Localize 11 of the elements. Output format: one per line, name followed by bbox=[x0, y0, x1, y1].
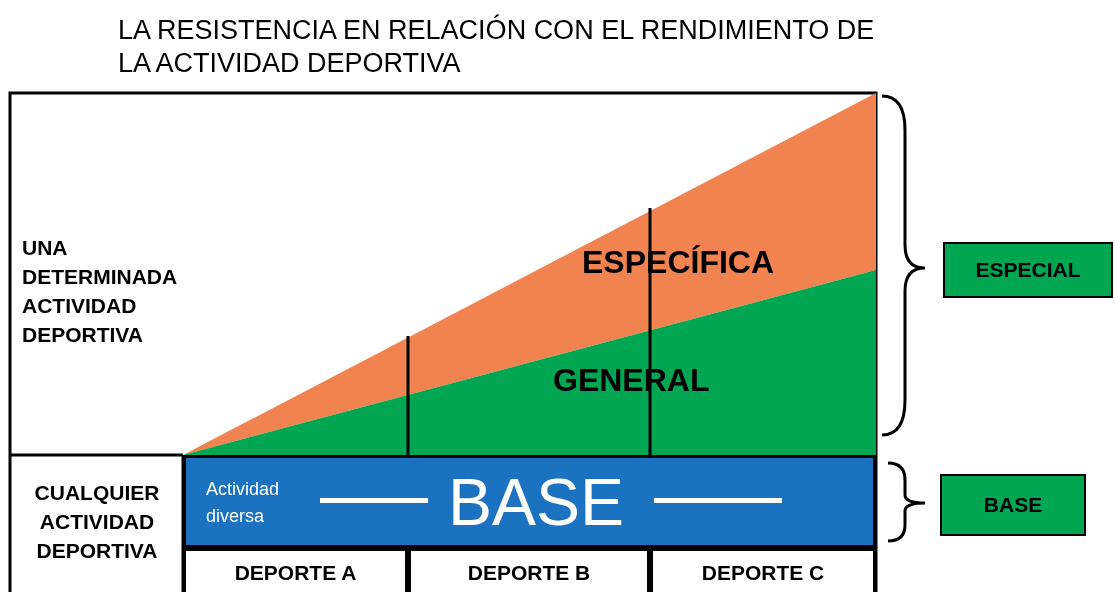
label-box: ESPECIAL bbox=[943, 242, 1113, 298]
base-band bbox=[183, 455, 876, 548]
label-box: BASE bbox=[940, 474, 1086, 536]
row-label: UNA DETERMINADA ACTIVIDAD DEPORTIVA bbox=[22, 233, 182, 349]
table-cell: DEPORTE C bbox=[650, 548, 876, 592]
band-note: Actividad diversa bbox=[206, 478, 281, 528]
table-cell: DEPORTE B bbox=[408, 548, 650, 592]
row-label: CUALQUIER ACTIVIDAD DEPORTIVA bbox=[12, 478, 182, 565]
band-title: BASE bbox=[448, 464, 625, 541]
diagram-title: LA RESISTENCIA EN RELACIÓN CON EL RENDIMIENTO DE LA ACTIVIDAD DEPORTIVA bbox=[118, 14, 876, 80]
table-cell: DEPORTE A bbox=[183, 548, 408, 592]
